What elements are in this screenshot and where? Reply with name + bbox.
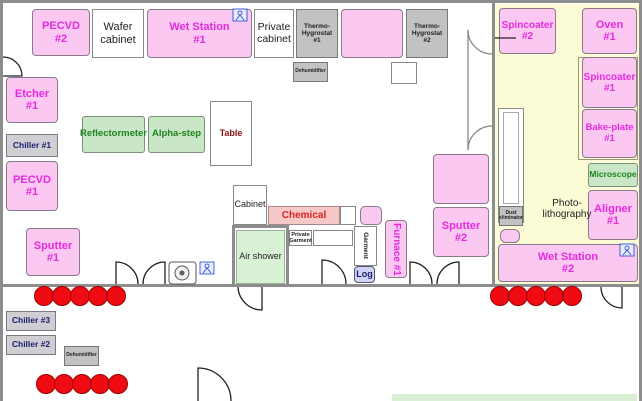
wall-air-shower-top [232, 225, 289, 228]
equipment-unlabeled-top[interactable] [341, 9, 403, 58]
wafer-cabinet[interactable]: Wafer cabinet [92, 9, 144, 58]
door-swing [409, 261, 433, 285]
red-marker [108, 374, 128, 394]
wall-air-shower-right [286, 225, 289, 285]
wall-outer-right [639, 0, 642, 401]
chiller-1[interactable]: Chiller #1 [6, 134, 58, 157]
air-shower[interactable]: Air shower [236, 230, 285, 284]
red-marker [106, 286, 126, 306]
wet-station-2[interactable]: Wet Station #2 [498, 244, 638, 282]
bake-plate-1[interactable]: Bake-plate #1 [582, 109, 637, 158]
alpha-step[interactable]: Alpha-step [148, 116, 205, 153]
garment[interactable]: Garment [354, 226, 377, 266]
equipment-unlabeled-right[interactable] [433, 154, 489, 204]
photolithography-label: Photo- lithography [542, 198, 592, 220]
chemical-side-box[interactable] [340, 206, 356, 225]
etcher-1[interactable]: Etcher #1 [6, 77, 58, 123]
aligner-1[interactable]: Aligner #1 [588, 190, 638, 240]
wall-corridor-top [0, 284, 642, 287]
person-icon [232, 8, 248, 22]
chiller-2[interactable]: Chiller #2 [6, 335, 56, 355]
door-swing [321, 259, 347, 285]
corridor-floor-marker [392, 394, 637, 401]
cabinet[interactable]: Cabinet [233, 185, 267, 225]
door-swing [467, 125, 493, 151]
spincoater-1[interactable]: Spincoater #1 [582, 57, 637, 108]
photolith-bench-inner [503, 112, 519, 204]
red-marker [562, 286, 582, 306]
garment-shelf[interactable] [313, 230, 353, 246]
door-swing [2, 56, 23, 77]
oven-1[interactable]: Oven #1 [582, 8, 637, 54]
private-cabinet[interactable]: Private cabinet [254, 9, 294, 58]
door-swing [600, 286, 623, 309]
furnace-1[interactable]: Furnace #1 [385, 220, 407, 278]
reflectometer[interactable]: Reflectormeter [80, 116, 147, 153]
table[interactable]: Table [210, 101, 252, 166]
wall-photolith-left [492, 0, 495, 287]
thermo-hygrostat-1[interactable]: Thermo- Hygrostat #1 [296, 9, 338, 58]
wall-outer-left [0, 0, 3, 401]
chiller-3[interactable]: Chiller #3 [6, 311, 56, 331]
door-swing [115, 261, 139, 285]
door-swing [467, 29, 493, 55]
small-unit-photolith[interactable] [500, 229, 520, 243]
person-icon [619, 243, 635, 257]
thermo-hygrostat-2[interactable]: Thermo- Hygrostat #2 [406, 9, 448, 58]
sink-icon [168, 261, 197, 285]
pecvd-2[interactable]: PECVD #2 [32, 9, 90, 56]
log[interactable]: Log [354, 266, 375, 283]
dehumidifier-bottom[interactable]: Dehumidifier [64, 346, 99, 366]
wall-outer-top [0, 0, 642, 3]
door-swing [237, 286, 263, 311]
wall-air-shower-left [232, 225, 235, 285]
chemical[interactable]: Chemical [268, 206, 340, 225]
small-cabinet-top[interactable] [391, 62, 417, 84]
private-garment[interactable]: Private Garment [289, 230, 312, 246]
person-icon [199, 261, 215, 275]
door-swing [142, 261, 166, 285]
sputter-2[interactable]: Sputter #2 [433, 207, 489, 257]
spincoater-2[interactable]: Spincoater #2 [499, 8, 556, 54]
small-unit-middle[interactable] [360, 206, 382, 225]
dust-eliminator[interactable]: Dust eliminator [499, 206, 523, 226]
microscope[interactable]: Microscope [588, 163, 638, 187]
sputter-1[interactable]: Sputter #1 [26, 228, 80, 276]
door-swing [436, 261, 460, 285]
pecvd-1[interactable]: PECVD #1 [6, 161, 58, 211]
door-swing [197, 367, 232, 401]
dehumidifier-top[interactable]: Dehumidifier [293, 62, 328, 82]
